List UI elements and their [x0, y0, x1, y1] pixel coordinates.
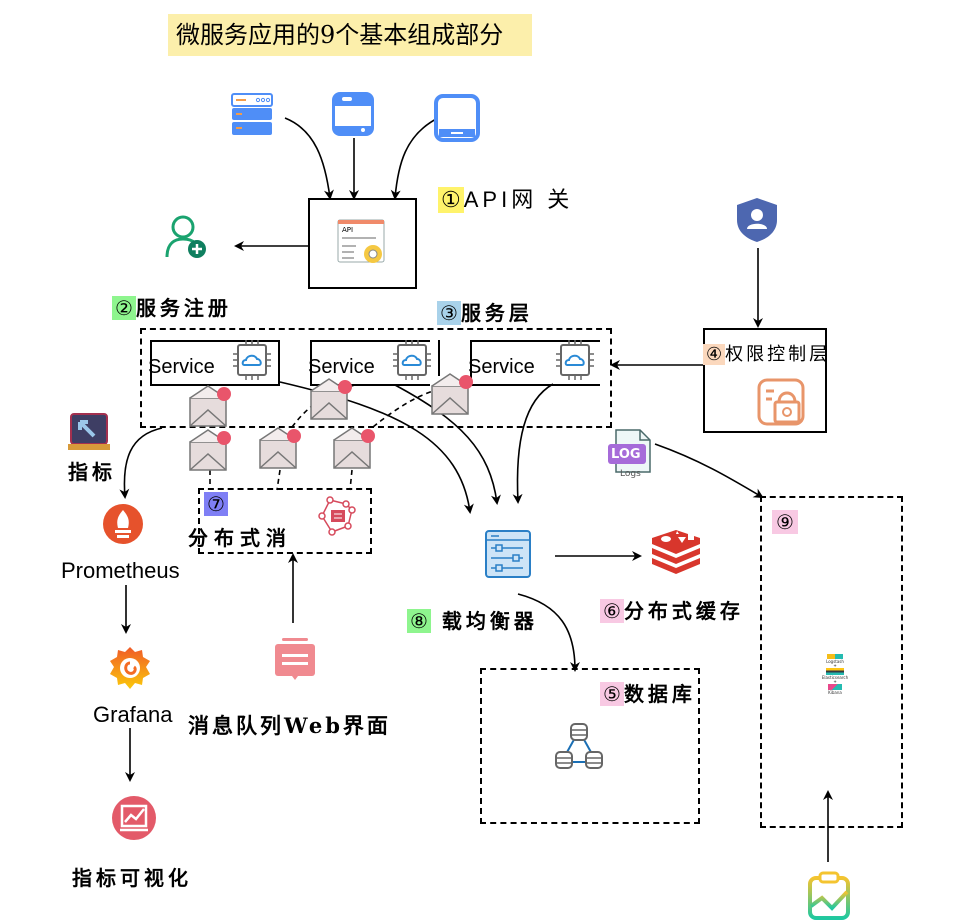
- mq-link: [276, 469, 281, 491]
- service-layer-badge: ③: [437, 301, 461, 325]
- arrow-logs-to-elk: [654, 443, 764, 499]
- database-box[interactable]: [480, 668, 700, 824]
- database-cluster-icon: [554, 722, 604, 772]
- metrics-label: 指标: [68, 460, 116, 484]
- message-envelope-icon: [331, 426, 377, 472]
- message-board-icon: [272, 636, 318, 682]
- api-gateway-box[interactable]: API: [308, 198, 417, 289]
- service-card[interactable]: Service: [308, 340, 430, 386]
- server-rack-icon: [230, 92, 278, 138]
- api-settings-icon: API: [336, 218, 386, 266]
- service-card-edge: [278, 340, 280, 384]
- elk-item: +: [833, 663, 837, 668]
- arrow-metrics-to-prometheus: [119, 427, 163, 499]
- message-envelope-icon: [429, 372, 475, 418]
- service-card[interactable]: Service: [468, 340, 600, 386]
- message-envelope-icon: [187, 428, 233, 474]
- metrics-monitor-icon: [68, 412, 110, 454]
- clipboard-chart-icon: [806, 870, 852, 920]
- diagram-title: 微服务应用的9个基本组成部分: [168, 14, 532, 56]
- logging-badge: ⑨: [772, 510, 798, 534]
- service-layer-box: [140, 328, 612, 428]
- cloud-chip-icon: [233, 339, 271, 381]
- database-badge: ⑤: [600, 682, 624, 706]
- auth-layer-badge: ④: [703, 344, 726, 365]
- logging-box[interactable]: ⑨ Logstash + Elasticsearch + Kibana: [760, 496, 903, 828]
- log-file-icon: LOG Logs: [606, 428, 656, 482]
- cloud-chip-icon: [556, 339, 594, 381]
- add-user-icon: [163, 213, 209, 261]
- elk-item: Elasticsearch: [821, 675, 849, 680]
- prometheus-icon: [102, 502, 144, 546]
- redis-cache-icon: [650, 528, 702, 576]
- mq-link: [349, 469, 353, 491]
- load-balancer-badge: ⑧: [407, 609, 431, 633]
- service-name: Service: [308, 356, 375, 378]
- logstash-logo: [827, 654, 843, 659]
- load-balancer-label: ⑧ 载均衡器: [407, 605, 538, 634]
- log-icon-text: LOG: [611, 447, 641, 462]
- service-card[interactable]: Service: [148, 340, 280, 386]
- grafana-icon: [108, 645, 152, 691]
- cloud-chip-icon: [393, 339, 431, 381]
- elasticsearch-logo: [826, 668, 844, 675]
- tablet-icon: [433, 93, 481, 143]
- elk-item: Kibana: [828, 690, 842, 695]
- access-lock-icon: [757, 378, 805, 426]
- load-balancer-icon[interactable]: [483, 528, 533, 580]
- arrow-server-to-gateway: [284, 117, 334, 200]
- kibana-logo: [828, 684, 842, 690]
- grafana-label: Grafana: [93, 702, 173, 727]
- elk-stack-icon: Logstash + Elasticsearch + Kibana: [810, 654, 860, 700]
- service-card-edge: [438, 340, 440, 376]
- shield-user-icon: [734, 196, 780, 244]
- desktop-terminal-icon: [330, 90, 376, 138]
- service-registry-badge: ②: [112, 296, 136, 320]
- log-icon-caption: Logs: [620, 469, 641, 479]
- prometheus-label: Prometheus: [61, 558, 180, 583]
- message-queue-badge: ⑦: [204, 492, 228, 516]
- mq-web-ui-label: 消息队列Web界面: [188, 713, 391, 738]
- elk-item: Logstash: [826, 659, 844, 664]
- cache-badge: ⑥: [600, 599, 624, 623]
- message-queue-box[interactable]: ⑦: [198, 488, 372, 554]
- service-name: Service: [468, 356, 535, 378]
- message-queue-label: 分布式消: [188, 526, 292, 550]
- network-node-icon: [318, 494, 360, 536]
- api-gateway-badge: ①: [438, 187, 464, 213]
- elk-item: +: [833, 679, 837, 684]
- chart-visualization-icon: [111, 795, 157, 841]
- message-envelope-icon: [308, 377, 354, 423]
- arrow-tablet-to-gateway: [390, 117, 439, 200]
- message-envelope-icon: [187, 384, 233, 430]
- service-name: Service: [148, 356, 215, 378]
- api-icon-text: API: [342, 226, 354, 234]
- message-envelope-icon: [257, 426, 303, 472]
- metrics-visualization-label: 指标可视化: [72, 866, 192, 890]
